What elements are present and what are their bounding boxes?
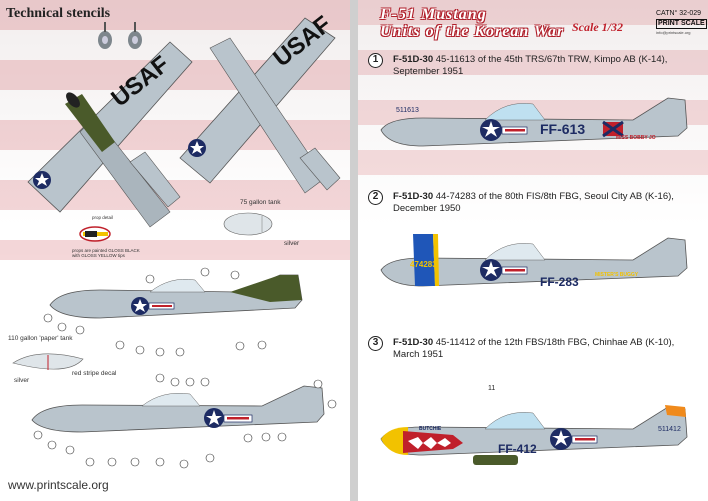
stencils-sheet: Technical stencils USAF USAF prop detail… — [0, 0, 350, 501]
page-title: Technical stencils — [6, 6, 111, 21]
brand-logo: PRINT SCALE — [656, 19, 707, 29]
aircraft-bottom-view — [179, 17, 341, 194]
title-line-2: Units of the Korean War — [380, 23, 565, 40]
nose-art-1: MISS BOBBY JO — [616, 135, 656, 141]
variant-number: 3 — [368, 336, 383, 351]
aircraft-top-view — [27, 41, 193, 228]
main-title: F-51 Mustang Units of the Korean War — [380, 6, 564, 40]
aircraft-profile-1 — [380, 97, 688, 147]
serial-1: 511613 — [396, 107, 419, 114]
serial-2: 474283 — [410, 260, 437, 269]
catalog-block: CATN° 32-029 PRINT SCALE info@printscale… — [656, 10, 707, 37]
aircraft-side-view-stencils — [49, 274, 303, 319]
aircraft-profile-2 — [380, 234, 688, 287]
serial-3: 511412 — [658, 426, 681, 433]
variant-description: F-51D-30 44-74283 of the 80th FIS/8th FB… — [393, 191, 674, 214]
tank-110-color: silver — [14, 377, 30, 384]
variant-description: F-51D-30 45-11412 of the 12th FBS/18th F… — [393, 337, 675, 360]
scale-label: Scale 1/32 — [572, 20, 623, 34]
buzz-number-1: FF-613 — [540, 121, 586, 137]
variant-number: 2 — [368, 190, 383, 205]
callout-11: 11 — [488, 385, 496, 392]
variant-description: F-51D-30 45-11613 of the 45th TRS/67th T… — [393, 54, 668, 77]
sheet-gutter — [350, 0, 358, 501]
website-link[interactable]: www.printscale.org — [8, 478, 109, 492]
red-stripe-label: red stripe decal — [72, 370, 117, 377]
title-line-1: F-51 Mustang — [380, 6, 487, 23]
tank-75-color: silver — [284, 240, 300, 247]
markings-sheet: F-51 Mustang Units of the Korean War Sca… — [358, 0, 708, 501]
catalog-number: CATN° 32-029 — [656, 10, 702, 17]
tank-75-drawing — [223, 212, 273, 236]
brand-email: info@printscale.org — [656, 30, 691, 35]
prop-detail-label: prop detail — [92, 215, 114, 220]
prop-detail — [79, 226, 111, 242]
nose-art-3: BUTCHIE — [419, 426, 442, 432]
buzz-number-2: FF-283 — [540, 275, 579, 289]
aircraft-side-view-lower — [31, 385, 325, 433]
prop-paint-note: props are painted GLOSS BLACK with GLOSS… — [72, 248, 140, 258]
landing-gear-wheels — [98, 22, 142, 49]
nose-art-2: MISTER'S BUGGY — [595, 272, 639, 278]
tank-110-label: 110 gallon 'paper' tank — [8, 335, 73, 342]
variant-number: 1 — [368, 53, 383, 68]
tank-75-label: 75 gallon tank — [240, 199, 281, 206]
buzz-number-3: FF-412 — [498, 442, 537, 456]
aircraft-profile-3 — [380, 405, 688, 465]
tank-110-drawing — [12, 353, 84, 370]
callout-markers — [33, 267, 337, 469]
